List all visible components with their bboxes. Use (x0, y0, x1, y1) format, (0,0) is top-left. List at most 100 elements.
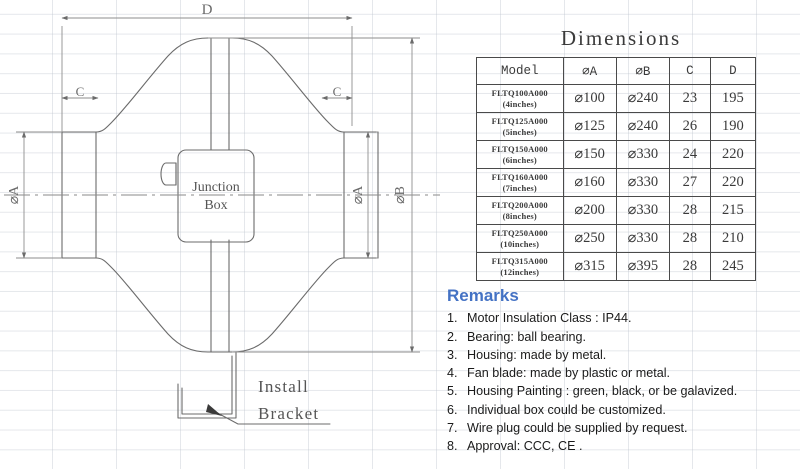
table-header-row: Model ⌀A ⌀B C D (476, 57, 757, 85)
install-bracket-label-line1: Install (258, 377, 309, 396)
model-inches: (12inches) (500, 266, 540, 277)
dim-label-c-right: C (333, 84, 342, 99)
dim-label-dia-a-right: ⌀A (351, 185, 366, 204)
cell-dia-a: ⌀150 (562, 140, 617, 169)
column-header-model: Model (476, 57, 564, 85)
cell-d: 210 (709, 224, 757, 253)
cell-c: 24 (668, 140, 711, 169)
cell-d: 215 (709, 196, 757, 225)
model-inches: (7inches) (502, 182, 537, 193)
junction-box-label-line1: Junction (192, 180, 239, 195)
remark-number: 1. (447, 311, 458, 326)
list-item: 4. Fan blade: made by plastic or metal. (447, 364, 797, 382)
cell-c: 26 (668, 112, 711, 141)
cell-dia-a: ⌀200 (562, 196, 617, 225)
remark-number: 8. (447, 439, 458, 454)
remark-text: Housing Painting : green, black, or be g… (467, 384, 738, 399)
remark-number: 3. (447, 347, 458, 362)
remark-text: Bearing: ball bearing. (467, 329, 587, 344)
list-item: 2. Bearing: ball bearing. (447, 328, 797, 346)
cell-d: 245 (709, 252, 757, 281)
cell-dia-a: ⌀125 (562, 112, 617, 141)
technical-drawing: D C C ⌀A ⌀A (4, 2, 440, 425)
list-item: 3. Housing: made by metal. (447, 346, 797, 364)
cell-dia-b: ⌀240 (615, 84, 670, 113)
model-inches: (6inches) (502, 154, 537, 165)
remark-text: Wire plug could be supplied by request. (467, 420, 688, 435)
cell-c: 28 (668, 252, 711, 281)
dim-label-dia-a-left: ⌀A (7, 185, 22, 204)
column-header-c: C (668, 57, 711, 85)
install-bracket-label-line2: Bracket (258, 404, 319, 423)
model-code: FLTQ150A000 (491, 144, 548, 155)
remark-text: Fan blade: made by plastic or metal. (467, 366, 671, 381)
cell-dia-b: ⌀330 (615, 140, 670, 169)
dim-label-c-left: C (76, 84, 85, 99)
dimensions-table: Model ⌀A ⌀B C D FLTQ100A000 (4inches) ⌀1… (476, 57, 757, 281)
remark-number: 5. (447, 384, 458, 399)
cell-model: FLTQ160A000 (7inches) (476, 168, 564, 197)
cell-c: 23 (668, 84, 711, 113)
cell-c: 28 (668, 224, 711, 253)
list-item: 6. Individual box could be customized. (447, 401, 797, 419)
model-code: FLTQ315A000 (491, 256, 548, 267)
table-row: FLTQ200A000 (8inches) ⌀200 ⌀330 28 215 (476, 196, 757, 225)
remark-text: Approval: CCC, CE . (467, 439, 583, 454)
cell-model: FLTQ150A000 (6inches) (476, 140, 564, 169)
cell-c: 28 (668, 196, 711, 225)
model-code: FLTQ160A000 (491, 172, 548, 183)
cell-d: 195 (709, 84, 757, 113)
model-inches: (4inches) (502, 98, 537, 109)
cell-dia-a: ⌀160 (562, 168, 617, 197)
cell-model: FLTQ250A000 (10inches) (476, 224, 564, 253)
cell-model: FLTQ200A000 (8inches) (476, 196, 564, 225)
remark-number: 2. (447, 329, 458, 344)
model-code: FLTQ200A000 (491, 200, 548, 211)
list-item: 1. Motor Insulation Class : IP44. (447, 309, 797, 327)
column-header-dia-a: ⌀A (562, 57, 617, 85)
model-code: FLTQ100A000 (491, 88, 548, 99)
cell-d: 220 (709, 168, 757, 197)
remark-text: Motor Insulation Class : IP44. (467, 311, 632, 326)
remarks-list: 1. Motor Insulation Class : IP44. 2. Bea… (447, 309, 797, 455)
model-code: FLTQ125A000 (491, 116, 548, 127)
cell-dia-a: ⌀250 (562, 224, 617, 253)
cell-dia-b: ⌀330 (615, 196, 670, 225)
column-header-dia-b: ⌀B (615, 57, 670, 85)
column-header-d: D (709, 57, 757, 85)
cell-c: 27 (668, 168, 711, 197)
cell-dia-b: ⌀395 (615, 252, 670, 281)
cell-dia-b: ⌀330 (615, 168, 670, 197)
dimensions-panel: Dimensions Model ⌀A ⌀B C D FLTQ100A000 (… (470, 26, 757, 281)
remarks-panel: Remarks 1. Motor Insulation Class : IP44… (447, 286, 797, 455)
cell-dia-a: ⌀315 (562, 252, 617, 281)
model-inches: (8inches) (502, 210, 537, 221)
remark-text: Individual box could be customized. (467, 402, 666, 417)
cell-d: 220 (709, 140, 757, 169)
list-item: 5. Housing Painting : green, black, or b… (447, 382, 797, 400)
table-row: FLTQ150A000 (6inches) ⌀150 ⌀330 24 220 (476, 140, 757, 169)
dim-label-dia-b-right: ⌀B (393, 186, 408, 204)
junction-box-label-line2: Box (204, 198, 227, 213)
model-inches: (10inches) (500, 238, 540, 249)
remark-number: 4. (447, 366, 458, 381)
model-code: FLTQ250A000 (491, 228, 548, 239)
table-row: FLTQ250A000 (10inches) ⌀250 ⌀330 28 210 (476, 224, 757, 253)
list-item: 7. Wire plug could be supplied by reques… (447, 419, 797, 437)
remark-number: 6. (447, 402, 458, 417)
cell-model: FLTQ315A000 (12inches) (476, 252, 564, 281)
cell-dia-b: ⌀240 (615, 112, 670, 141)
remark-text: Housing: made by metal. (467, 347, 607, 362)
dim-label-d: D (202, 2, 213, 18)
dimensions-title: Dimensions (560, 26, 682, 50)
remarks-heading: Remarks (447, 286, 519, 305)
cell-model: FLTQ100A000 (4inches) (476, 84, 564, 113)
model-inches: (5inches) (502, 126, 537, 137)
table-row: FLTQ100A000 (4inches) ⌀100 ⌀240 23 195 (476, 84, 757, 113)
table-row: FLTQ125A000 (5inches) ⌀125 ⌀240 26 190 (476, 112, 757, 141)
remark-number: 7. (447, 420, 458, 435)
table-row: FLTQ160A000 (7inches) ⌀160 ⌀330 27 220 (476, 168, 757, 197)
cell-d: 190 (709, 112, 757, 141)
table-row: FLTQ315A000 (12inches) ⌀315 ⌀395 28 245 (476, 252, 757, 281)
